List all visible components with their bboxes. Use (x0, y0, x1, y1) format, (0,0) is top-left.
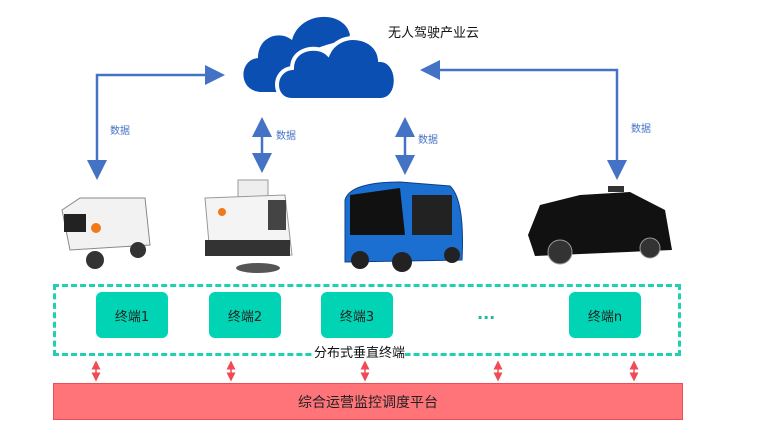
arrow-left (87, 65, 225, 180)
terminal-n: 终端n (569, 292, 641, 338)
ellipsis: ... (477, 304, 496, 323)
platform-label: 综合运营监控调度平台 (298, 394, 438, 411)
arrow-right (420, 60, 627, 180)
data-label: 数据 (418, 135, 438, 146)
data-label: 数据 (276, 131, 296, 142)
sweeper-robot-image (204, 179, 293, 273)
shuttle-bus-image (344, 181, 463, 272)
terminal-3: 终端3 (321, 292, 393, 338)
data-label: 数据 (631, 124, 651, 135)
data-arrows (87, 60, 627, 180)
data-label: 数据 (110, 126, 130, 137)
delivery-robot-image (61, 197, 151, 269)
red-arrows (91, 360, 639, 382)
terminal-2: 终端2 (209, 292, 281, 338)
cloud-icon (243, 16, 398, 102)
platform-bar: 综合运营监控调度平台 (53, 383, 683, 420)
cloud-title: 无人驾驶产业云 (388, 26, 480, 41)
terminal-1: 终端1 (96, 292, 168, 338)
terminal-group-label: 分布式垂直终端 (314, 342, 406, 361)
taxi-car-image (528, 186, 672, 265)
